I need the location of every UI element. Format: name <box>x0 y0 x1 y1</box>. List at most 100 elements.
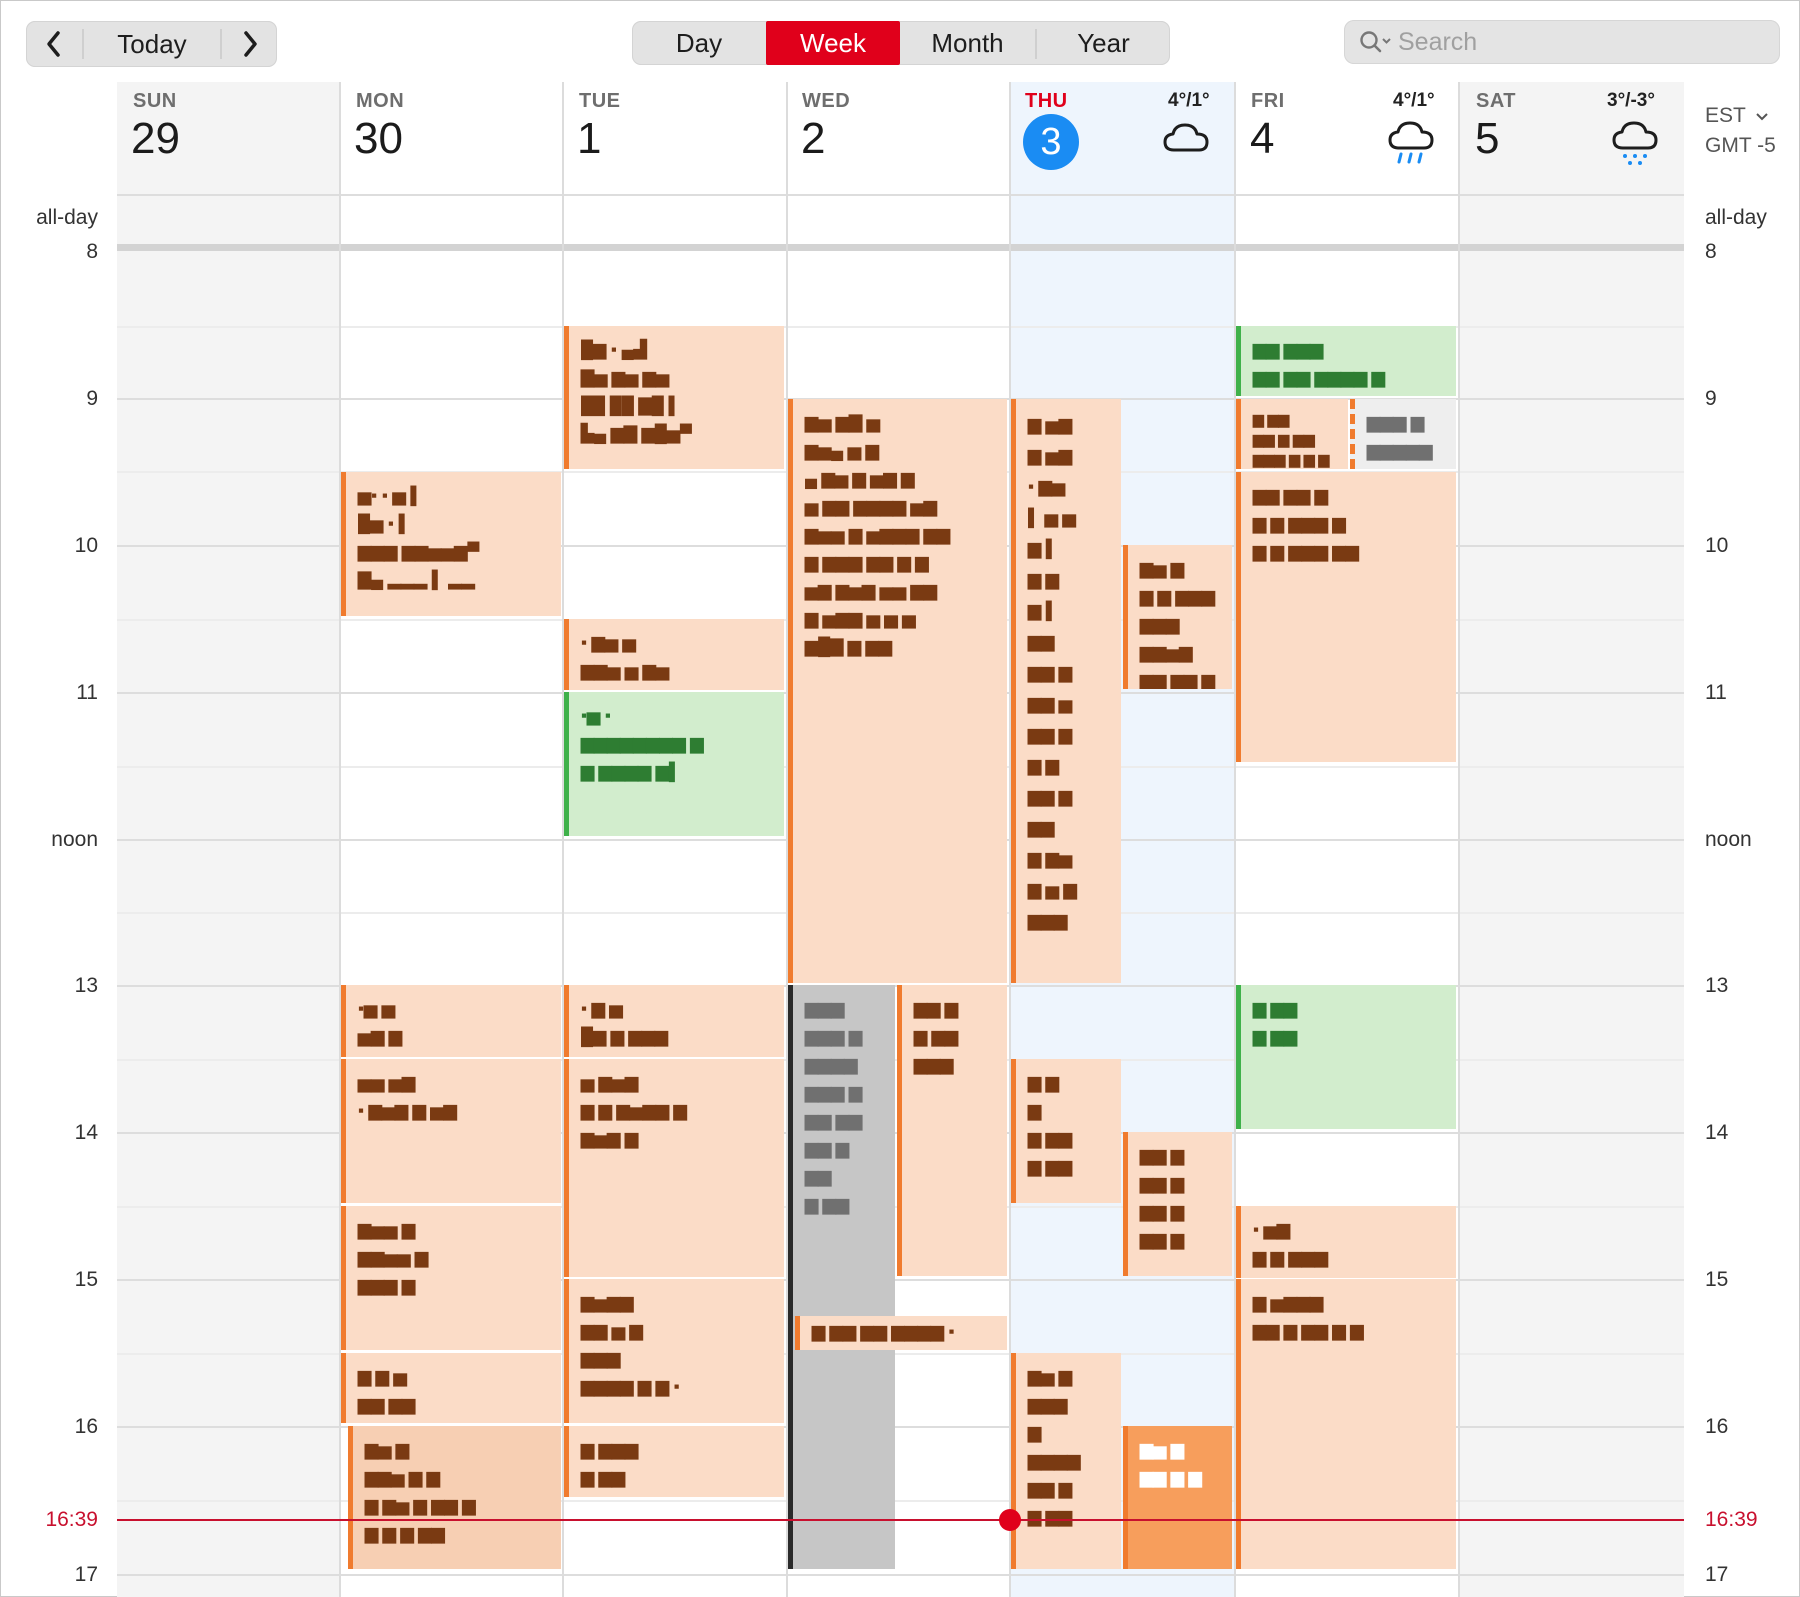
event-title: ▆▆ ▆▆▆ ▆▆ ▆▆ ▆▆▆▆ ▆ <box>1253 340 1385 387</box>
hour-label: 11 <box>1705 681 1727 704</box>
hour-label: 17 <box>74 1563 98 1586</box>
divider <box>220 29 222 59</box>
calendar-event[interactable]: ▆ ▅▆▆▆ ▆▆ ▆ ▆▆ ▆ ▆ <box>1236 1279 1456 1569</box>
calendar-event[interactable]: ▆▅ ▆ ▆▆▅ ▆ ▆ ▆ ▆▅ ▆ ▆▆ ▆ ▆ ▆ ▆ ▆▆ <box>348 1426 561 1569</box>
current-time-label: 16:39 <box>1705 1508 1758 1531</box>
event-title: ▆ ▅▆▆▆ ▆▆ ▆ ▆▆ ▆ ▆ <box>1253 1293 1364 1340</box>
hour-label: 9 <box>1705 387 1717 410</box>
event-title: ▆▅ ▆ ▆▆▆ ▆ ▆▆▆▆ ▆▆ ▆ ▆ ▆▆ <box>1028 1367 1081 1526</box>
chevron-right-icon <box>243 31 257 57</box>
event-title: ▆▅ ▆ ▆▆▅ ▆ ▆ ▆ ▆▅ ▆ ▆▆ ▆ ▆ ▆ ▆ ▆▆ <box>365 1440 476 1543</box>
event-title: ▆▆ ▆ ▆ ▆▆ ▆▆▆ <box>914 999 958 1074</box>
event-title: █▆ ▪ ▄▟ ▇▅ ▆▅ ▆▅ ██ ██ ▇█ ▌ ▙▄ ▆▇ ▆█▅▀ <box>581 340 692 443</box>
allday-separator <box>117 244 1684 251</box>
event-title: ▆▅▆▆ ▆▆ ▅ ▆ ▆▆▆ ▆▆▆▆ ▆ ▆ ▪ <box>581 1293 680 1396</box>
event-title: ▆▆▆ ▆▆▆ ▆ ▆▆▆▆ ▆▆▆ ▆ ▆▆ ▆▆ ▆▆ ▆ ▆▆ ▆ ▆▆ <box>805 999 863 1214</box>
view-year-button[interactable]: Year <box>1077 27 1130 58</box>
search-icon <box>1360 31 1391 53</box>
hour-label: 8 <box>1705 240 1717 263</box>
calendar-event[interactable]: ▆▅ ▆▇ ▅ ▆▅▄ ▅ ▆ ▄ ▆▅ ▆ ▅▆ ▆ ▅ ▆▆ ▆▆▆▆ ▅▆… <box>788 399 1007 983</box>
grid-line <box>117 326 1684 328</box>
calendar-event[interactable]: ▆▅▆▆ ▆▆ ▅ ▆ ▆▆▆ ▆▆▆▆ ▆ ▆ ▪ <box>564 1279 784 1423</box>
hour-label: 15 <box>74 1268 98 1291</box>
calendar-event-selected[interactable]: ▆▅ ▆ ▆▆ ▆ ▆ <box>1123 1426 1232 1569</box>
rain-icon <box>1388 121 1434 164</box>
event-title: ▆ ▅▆ ▆ ▅▆ ▪ ▆▅ ▌ ▅ ▅ ▆ ▌ ▆ ▆ ▆ ▌ ▆▆ ▆▆ ▆… <box>1028 415 1077 930</box>
grid-line <box>117 194 1684 196</box>
today-date-badge[interactable]: 3 <box>1023 114 1079 170</box>
calendar-event[interactable]: ▆ ▅▆ ▆ ▅▆ ▪ ▆▅ ▌ ▅ ▅ ▆ ▌ ▆ ▆ ▆ ▌ ▆▆ ▆▆ ▆… <box>1011 399 1121 983</box>
calendar-event[interactable]: ▆ ▆ ▆ ▆ ▆▆ ▆ ▆▆ <box>1011 1059 1121 1203</box>
event-title: ▆▅ ▆▇ ▅ ▆▅▄ ▅ ▆ ▄ ▆▅ ▆ ▅▆ ▆ ▅ ▆▆ ▆▆▆▆ ▅▆… <box>805 413 950 656</box>
next-week-button[interactable] <box>222 21 277 67</box>
view-month-button[interactable]: Month <box>931 27 1004 58</box>
calendar-event[interactable]: ▆▅ ▆ ▆▆▆ ▆ ▆▆▆▆ ▆▆ ▆ ▆ ▆▆ <box>1011 1353 1121 1569</box>
calendar-event[interactable]: ▪▅ ▪ ▆▆▆▆▆▆▆▆ ▆ ▆ ▆▆▆▆ ▆▌ <box>564 692 784 836</box>
column-divider <box>1234 82 1236 1597</box>
grid-line <box>117 1426 1684 1428</box>
timezone-picker[interactable]: EST <box>1705 104 1769 128</box>
day-number[interactable]: 29 <box>131 114 180 163</box>
event-title: ▆ ▆▆ ▆▆ ▆▆▆▆ ▪ <box>812 1322 955 1341</box>
calendar-event[interactable]: ▪▅ ▅ ▅▆ ▆ ▆ ▆▆ <box>341 985 561 1057</box>
day-number[interactable]: 30 <box>354 114 403 163</box>
prev-week-button[interactable] <box>26 21 82 67</box>
calendar-event[interactable]: ▅▅ ▅▆ ▪ ▆▅▆ ▆ ▅▆ <box>341 1059 561 1203</box>
event-title: ▪▅ ▅ ▅▆ ▆ ▆ ▆▆ <box>358 999 402 1057</box>
calendar-event[interactable]: ▆ ▆▆▆ ▆ ▆▆ ▆ ▆▆ ▆ ▆▆ ▆ <box>564 1426 784 1497</box>
calendar-event[interactable]: █▆ ▪ ▄▟ ▇▅ ▆▅ ▆▅ ██ ██ ▇█ ▌ ▙▄ ▆▇ ▆█▅▀ <box>564 326 784 469</box>
hour-label: 10 <box>74 534 98 557</box>
column-divider <box>1458 82 1460 1597</box>
calendar-event[interactable]: ▆ ▆ ▅ ▆▆ ▆▆ <box>341 1353 561 1423</box>
view-week-button[interactable]: Week <box>766 21 900 65</box>
calendar-event[interactable]: ▅ ▆▅▆ ▆ ▆ ▆▅▆▆ ▆ ▆▅▆ ▆ <box>564 1059 784 1277</box>
day-number[interactable]: 2 <box>801 114 826 163</box>
calendar-event[interactable]: ▪ ▆ ▅ █▆ ▆ ▆▆▆ ▆ ▆ ▆ ▪ ▆ <box>564 985 784 1057</box>
hour-label: noon <box>51 828 98 851</box>
day-name: FRI <box>1251 90 1285 112</box>
day-number[interactable]: 4 <box>1250 114 1275 163</box>
weather-temp: 3°/-3° <box>1607 90 1655 111</box>
hour-label: 14 <box>74 1121 98 1144</box>
day-number[interactable]: 5 <box>1475 114 1500 163</box>
event-title: ▆▅ ▆ ▆▆ ▆ ▆ <box>1140 1440 1202 1487</box>
weather-temp: 4°/1° <box>1393 90 1435 111</box>
calendar-event[interactable]: ▆▆▆ ▆ ▆▆▆▆▆ ▆▆▆▆▆ <box>1350 399 1456 469</box>
allday-label: all-day <box>36 206 98 229</box>
current-time-line <box>117 1519 1684 1521</box>
hour-label: 16 <box>1705 1415 1729 1438</box>
view-day-button[interactable]: Day <box>675 27 723 58</box>
calendar-event[interactable]: ▆▆ ▆ ▆▆ ▆ ▆▆ ▆ ▆▆ ▆ <box>1123 1132 1232 1276</box>
day-number[interactable]: 1 <box>577 114 602 163</box>
hour-label: 13 <box>1705 974 1729 997</box>
search-input[interactable]: Search <box>1398 28 1478 56</box>
calendar-event[interactable]: ▆▅ ▆ ▆ ▆ ▆▆▆ ▆▆▆ ▆▆▅▆ ▆▆ ▆▆ ▆ ▆ <box>1123 545 1232 689</box>
column-divider <box>1009 82 1011 1597</box>
cloud-icon <box>1163 123 1209 152</box>
day-name: MON <box>356 90 405 112</box>
event-title: ▪ ▆ ▅ █▆ ▆ ▆▆▆ ▆ ▆ ▆ ▪ ▆ <box>581 999 668 1057</box>
calendar-event[interactable]: ▆ ▆▆ ▆▆ ▆▆▆▆ ▪ <box>795 1316 1007 1350</box>
calendar-event[interactable]: ▆ ▆▆ ▆ ▆▆ <box>1236 985 1456 1129</box>
timezone-name: EST <box>1705 104 1746 127</box>
current-time-label: 16:39 <box>45 1508 98 1531</box>
column-divider <box>339 82 341 1597</box>
calendar-event[interactable]: ▆▆ ▆▆ ▆ ▆ ▆ ▆▆▆ ▆ ▆ ▆ ▆▆▆ ▆▆ <box>1236 472 1456 762</box>
calendar-event[interactable]: ▅▪ ▪ ▅ ▌ █▅ ▪ ▌ ▆▆▆ ▆▆▅▅▆▀ ▇▄ ▂▂▂ ▌ ▂▂ <box>341 472 561 616</box>
calendar-event[interactable]: ▆▆▆ ▆▆▆ ▆ ▆▆▆▆ ▆▆▆ ▆ ▆▆ ▆▆ ▆▆ ▆ ▆▆ ▆ ▆▆ <box>788 985 895 1569</box>
event-title: ▆▅▅ ▆ ▆▆▅▅ ▆ ▆▆▆ ▆ <box>358 1220 429 1295</box>
calendar-event[interactable]: ▆▆ ▆ ▆ ▆▆ ▆▆▆ <box>897 985 1007 1276</box>
event-title: ▅▪ ▪ ▅ ▌ █▅ ▪ ▌ ▆▆▆ ▆▆▅▅▆▀ ▇▄ ▂▂▂ ▌ ▂▂ <box>358 486 480 589</box>
calendar-event[interactable]: ▪ ▆▅ ▅ ▆▆▅ ▅ ▆▅ <box>564 619 784 690</box>
day-name-today: THU <box>1025 90 1068 112</box>
calendar-event[interactable]: ▪ ▅▆ ▆ ▆ ▆▆▆ <box>1236 1206 1456 1278</box>
event-title: ▪ ▅▆ ▆ ▆ ▆▆▆ <box>1253 1220 1328 1267</box>
search-field[interactable]: Search <box>1344 20 1780 64</box>
hour-label: 17 <box>1705 1563 1729 1586</box>
calendar-event[interactable]: ▆ ▆▆ ▆▆ ▆ ▆▆ ▆▆▆ ▆ ▆ ▆ ▆ ▆▆ ▆ ▆ ▆ <box>1236 399 1348 469</box>
calendar-event[interactable]: ▆▆ ▆▆▆ ▆▆ ▆▆ ▆▆▆▆ ▆ <box>1236 326 1456 396</box>
hour-label: 9 <box>86 387 98 410</box>
today-button[interactable]: Today <box>117 28 187 59</box>
calendar-event[interactable]: ▆▅▅ ▆ ▆▆▅▅ ▆ ▆▆▆ ▆ <box>341 1206 561 1350</box>
hour-label: 14 <box>1705 1121 1729 1144</box>
